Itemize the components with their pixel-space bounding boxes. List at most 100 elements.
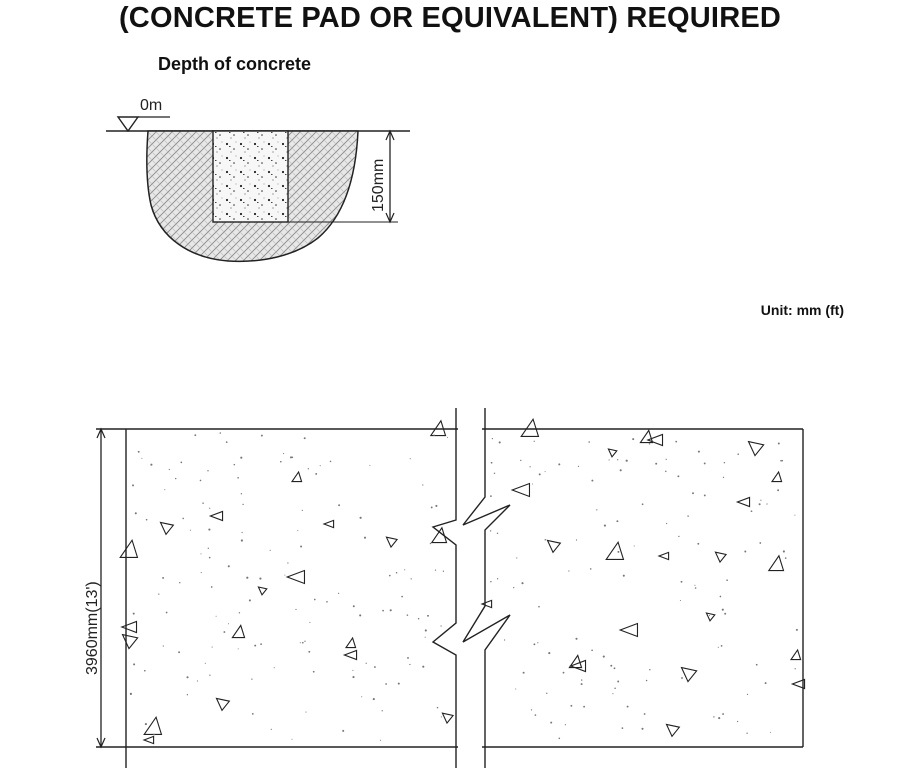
speck: [361, 696, 363, 698]
aggregate-mark: [121, 633, 139, 650]
speck: [736, 720, 739, 723]
speck: [240, 539, 243, 542]
speck: [162, 576, 165, 579]
aggregate-mark: [143, 715, 163, 736]
speck: [129, 692, 132, 696]
speck: [782, 550, 785, 553]
speck: [581, 679, 583, 681]
speck: [703, 494, 706, 497]
speck: [649, 668, 651, 671]
speck: [503, 639, 506, 641]
aggregate-mark: [142, 735, 155, 745]
speck: [522, 671, 525, 674]
aggregate-mark: [680, 666, 698, 683]
speck: [544, 538, 547, 541]
aggregate-mark: [665, 723, 681, 738]
speck: [208, 528, 211, 531]
speck: [227, 623, 230, 625]
speck: [207, 470, 209, 472]
aggregate-mark: [714, 551, 728, 564]
speck: [179, 582, 181, 584]
speck: [312, 670, 315, 673]
speck: [538, 605, 540, 608]
speck: [410, 578, 412, 580]
speck: [373, 666, 376, 668]
speck: [568, 570, 570, 572]
aggregate-mark: [605, 540, 625, 561]
speck: [550, 721, 553, 724]
speck: [746, 732, 748, 734]
aggregate-mark: [770, 470, 783, 483]
speck: [175, 477, 177, 480]
speck: [153, 733, 155, 736]
speck: [602, 655, 605, 658]
speck: [240, 456, 243, 459]
speck: [440, 716, 442, 718]
aggregate-mark: [747, 440, 765, 457]
speck: [291, 456, 294, 459]
speck: [679, 599, 681, 602]
speck: [619, 469, 622, 472]
speck: [641, 503, 644, 506]
speck: [612, 693, 614, 695]
aggregate-mark: [322, 519, 335, 529]
speck: [583, 705, 585, 708]
speck: [133, 663, 136, 666]
speck: [703, 462, 706, 465]
speck: [548, 652, 551, 655]
speck: [283, 453, 285, 455]
speck: [381, 710, 383, 712]
speck: [301, 509, 303, 511]
speck: [621, 727, 624, 729]
speck: [189, 529, 191, 531]
speck: [260, 434, 263, 437]
speck: [719, 595, 722, 598]
speck: [641, 727, 644, 730]
speck: [575, 637, 578, 640]
aggregate-mark: [546, 539, 562, 554]
speck: [388, 574, 391, 577]
speck: [273, 667, 275, 669]
speck: [632, 438, 635, 441]
speck: [491, 437, 494, 440]
speck: [305, 711, 307, 713]
speck: [713, 716, 715, 718]
aggregate-mark: [607, 448, 618, 458]
speck: [645, 679, 648, 682]
speck: [489, 530, 492, 532]
break-line-right: [462, 408, 511, 768]
ground-level-marker: [116, 116, 140, 133]
speck: [496, 532, 499, 535]
speck: [521, 582, 524, 585]
unit-note: Unit: mm (ft): [760, 302, 844, 318]
speck: [794, 514, 796, 516]
speck: [680, 580, 683, 583]
speck: [422, 484, 424, 486]
aggregate-mark: [705, 612, 716, 622]
depth-section-heading: Depth of concrete: [158, 54, 312, 74]
pad-right-section: [488, 429, 803, 747]
speck: [613, 667, 616, 670]
speck: [359, 614, 362, 617]
speck: [240, 493, 243, 495]
width-dimension-label: 3960mm(13'): [84, 581, 101, 675]
speck: [404, 569, 406, 571]
speck: [301, 641, 304, 644]
aggregate-mark: [231, 624, 246, 639]
speck: [409, 458, 411, 460]
speck: [208, 556, 211, 559]
speck: [750, 510, 753, 513]
speck: [280, 460, 282, 463]
speck: [204, 662, 206, 664]
speck: [238, 612, 241, 614]
speck: [379, 739, 381, 741]
speck: [643, 713, 646, 715]
speck: [531, 483, 533, 485]
speck: [158, 593, 160, 595]
speck: [760, 499, 762, 501]
speck: [227, 565, 230, 568]
speck: [435, 504, 438, 507]
speck: [498, 441, 501, 444]
speck: [313, 598, 316, 601]
aggregate-mark: [789, 648, 802, 661]
